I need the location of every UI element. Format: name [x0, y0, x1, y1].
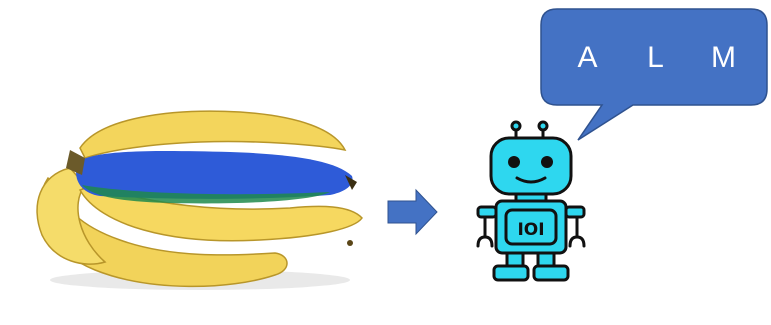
banana-top	[79, 110, 347, 159]
banana-tip	[345, 175, 357, 190]
right-arrow-icon	[387, 188, 438, 236]
banana-lower-middle	[78, 184, 363, 242]
bananas-image	[36, 110, 363, 290]
banana-highlighted-blue	[76, 151, 353, 199]
robot-icon: IOI	[476, 120, 586, 282]
banana-stem	[66, 150, 85, 175]
svg-text:IOI: IOI	[517, 220, 544, 240]
banana-highlighted-shadow	[82, 185, 330, 204]
speech-bubble	[540, 8, 768, 141]
banana-tip-dot	[347, 240, 353, 246]
banana-left	[36, 167, 107, 265]
